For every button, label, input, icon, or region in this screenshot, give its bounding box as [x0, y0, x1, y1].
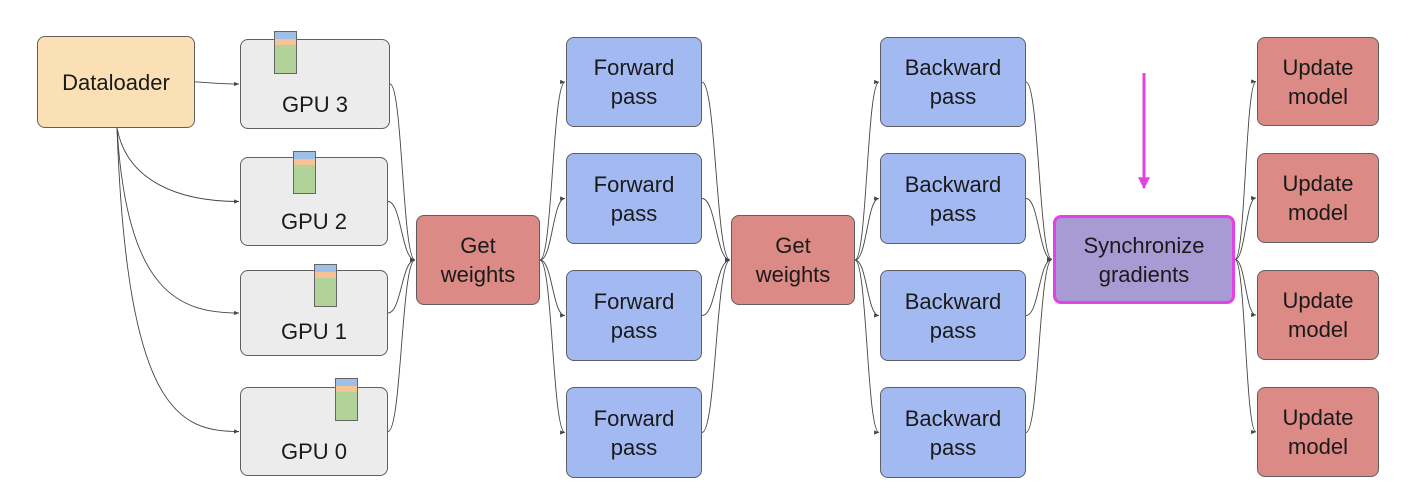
forward-pass-label-2: Forward pass	[593, 288, 675, 343]
batch-chip-body	[294, 165, 315, 193]
backward-pass-node-0: Backward pass	[880, 37, 1026, 127]
update-model-label-0: Update model	[1282, 54, 1354, 109]
edge-gpu3-to-gw1	[389, 83, 416, 263]
backward-pass-node-1: Backward pass	[880, 153, 1026, 244]
backward-pass-label-3: Backward pass	[904, 405, 1002, 460]
edge-sync-to-up3	[1234, 259, 1257, 435]
gpu-1-label: GPU 1	[280, 319, 348, 344]
edge-bw2-to-sync	[1025, 257, 1053, 316]
dataloader-node: Dataloader	[37, 36, 195, 128]
get-weights-node-1: Get weights	[416, 215, 540, 305]
edge-fw1-to-gw2	[701, 198, 731, 263]
batch-chip-body	[275, 45, 296, 73]
backward-pass-node-2: Backward pass	[880, 270, 1026, 361]
batch-chip-top	[315, 265, 336, 272]
edge-fw3-to-gw2	[701, 257, 731, 433]
edge-gw2-to-bw1	[854, 196, 880, 261]
backward-pass-label-2: Backward pass	[904, 288, 1002, 343]
backward-pass-label-0: Backward pass	[904, 55, 1002, 109]
forward-pass-node-2: Forward pass	[566, 270, 702, 361]
gpu-0-label: GPU 0	[280, 439, 348, 464]
get-weights-label-2: Get weights	[755, 233, 831, 287]
forward-pass-label-3: Forward pass	[593, 405, 675, 460]
edge-gw2-to-bw3	[854, 259, 880, 435]
forward-pass-node-0: Forward pass	[566, 37, 702, 127]
batch-chip-mid	[315, 272, 336, 278]
edge-dataloader-to-gpu2	[116, 127, 240, 204]
get-weights-node-2: Get weights	[731, 215, 855, 305]
forward-pass-node-3: Forward pass	[566, 387, 702, 478]
edge-dataloader-to-gpu1	[116, 127, 240, 316]
update-model-node-3: Update model	[1257, 387, 1379, 477]
update-model-label-2: Update model	[1282, 288, 1354, 342]
batch-chip-body	[336, 392, 357, 420]
edge-layer	[116, 79, 1257, 435]
batch-chip-top	[275, 32, 296, 39]
edge-gw1-to-fw2	[539, 259, 566, 318]
edge-fw0-to-gw2	[701, 81, 731, 263]
dataloader-label: Dataloader	[62, 69, 170, 95]
batch-chip-top	[294, 152, 315, 159]
edge-gw2-to-bw0	[854, 79, 880, 261]
backward-pass-node-3: Backward pass	[880, 387, 1026, 478]
gpu-2-node: GPU 2	[240, 151, 388, 246]
edge-sync-to-up1	[1234, 195, 1257, 260]
edge-gw2-to-bw2	[854, 259, 880, 318]
edge-sync-to-up2	[1234, 259, 1257, 318]
gpu-3-batch-chip	[274, 31, 297, 74]
edge-gw1-to-fw1	[539, 196, 566, 261]
update-model-label-3: Update model	[1282, 405, 1354, 459]
synchronize-gradients-node: Synchronize gradients	[1053, 215, 1235, 304]
update-model-label-1: Update model	[1282, 171, 1354, 225]
edge-sync-to-up0	[1234, 79, 1257, 260]
gpu-0-batch-chip	[335, 378, 358, 421]
get-weights-label-1: Get weights	[440, 233, 516, 287]
edge-gw1-to-fw0	[539, 79, 566, 261]
batch-chip-mid	[275, 39, 296, 45]
update-model-node-0: Update model	[1257, 37, 1379, 126]
gpu-1-batch-chip	[314, 264, 337, 307]
edge-bw1-to-sync	[1025, 198, 1053, 262]
gpu-1-node: GPU 1	[240, 264, 388, 356]
forward-pass-label-1: Forward pass	[593, 171, 675, 226]
batch-chip-body	[315, 278, 336, 306]
edge-bw0-to-sync	[1025, 81, 1053, 262]
edge-gpu0-to-gw1	[387, 257, 416, 432]
batch-chip-mid	[294, 159, 315, 165]
edge-dataloader-to-gpu0	[116, 127, 240, 434]
batch-chip-top	[336, 379, 357, 386]
forward-pass-label-0: Forward pass	[593, 55, 675, 109]
gpu-2-label: GPU 2	[280, 209, 348, 234]
gpu-3-label: GPU 3	[281, 92, 349, 117]
update-model-node-2: Update model	[1257, 270, 1379, 360]
batch-chip-mid	[336, 386, 357, 392]
synchronize-gradients-label: Synchronize gradients	[1083, 232, 1205, 287]
edge-bw3-to-sync	[1025, 257, 1053, 433]
edge-gpu1-to-gw1	[387, 257, 416, 314]
forward-pass-node-1: Forward pass	[566, 153, 702, 244]
gpu-0-node: GPU 0	[240, 378, 388, 476]
update-model-node-1: Update model	[1257, 153, 1379, 243]
gpu-3-node: GPU 3	[240, 31, 390, 129]
backward-pass-label-1: Backward pass	[904, 171, 1002, 226]
edge-gw1-to-fw3	[539, 259, 566, 435]
edge-fw2-to-gw2	[701, 257, 731, 316]
gpu-2-batch-chip	[293, 151, 316, 194]
